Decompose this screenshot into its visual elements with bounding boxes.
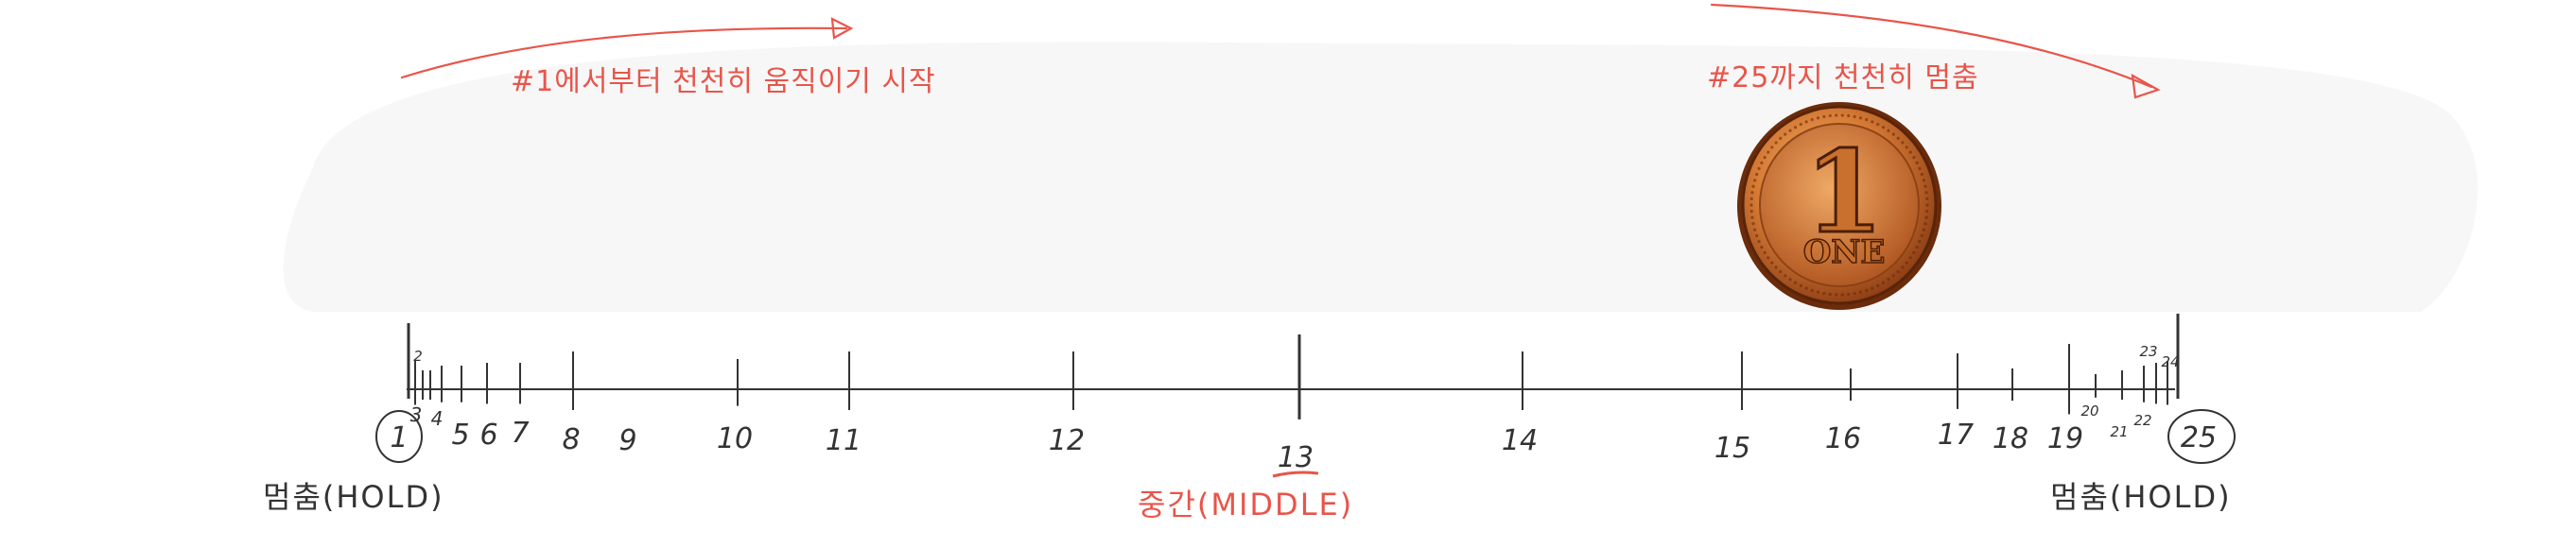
frame-label-21: 21 (2110, 423, 2128, 440)
frame-label-23: 23 (2139, 343, 2157, 360)
frame-label-20: 20 (2080, 402, 2098, 420)
frame-label-12: 12 (1049, 424, 1085, 457)
frame-label-22: 22 (2133, 412, 2151, 429)
frame-label-19: 19 (2047, 422, 2083, 455)
frame-label-6: 6 (479, 419, 497, 452)
frame-label-9: 9 (618, 424, 636, 457)
right-hold-label: 멈춤(HOLD) (2050, 479, 2232, 515)
frame-label-14: 14 (1502, 424, 1538, 457)
frame-label-15: 15 (1714, 432, 1750, 465)
frame-label-13: 13 (1278, 441, 1314, 474)
frame-label-2: 2 (413, 348, 423, 365)
frame-label-5: 5 (451, 419, 469, 452)
frame-label-4: 4 (431, 407, 444, 430)
coin-rim-dots (1749, 113, 1929, 297)
frame-label-16: 16 (1825, 422, 1861, 455)
start-arrow (400, 17, 854, 79)
end-arrow (1710, 3, 2161, 99)
timeline-ticks (407, 314, 2180, 420)
frame-label-18: 18 (1993, 422, 2028, 455)
frame-label-7: 7 (511, 417, 529, 450)
frame-label-17: 17 (1938, 419, 1974, 452)
frame-label-25: 25 (2181, 421, 2217, 454)
frame-circle-1 (375, 410, 423, 463)
coin: 1 ONE (1737, 102, 1941, 310)
left-hold-label: 멈춤(HOLD) (263, 479, 444, 515)
frame-label-3: 3 (410, 403, 423, 426)
end-annotation: #25까지 천천히 멈춤 (1707, 61, 1979, 94)
frame-label-8: 8 (562, 423, 580, 456)
middle-label: 중간(MIDDLE) (1138, 487, 1353, 522)
frame-circle-25 (2167, 409, 2236, 464)
coin-numeral: 1 (1804, 126, 1884, 259)
coin-word: ONE (1803, 233, 1886, 271)
start-annotation: #1에서부터 천천히 움직이기 시작 (511, 65, 936, 98)
frame-label-10: 10 (717, 422, 753, 455)
frame-label-11: 11 (826, 424, 862, 457)
frame-label-1: 1 (390, 421, 408, 454)
frame-label-24: 24 (2161, 353, 2179, 370)
frame-underline-13 (1272, 471, 1319, 478)
